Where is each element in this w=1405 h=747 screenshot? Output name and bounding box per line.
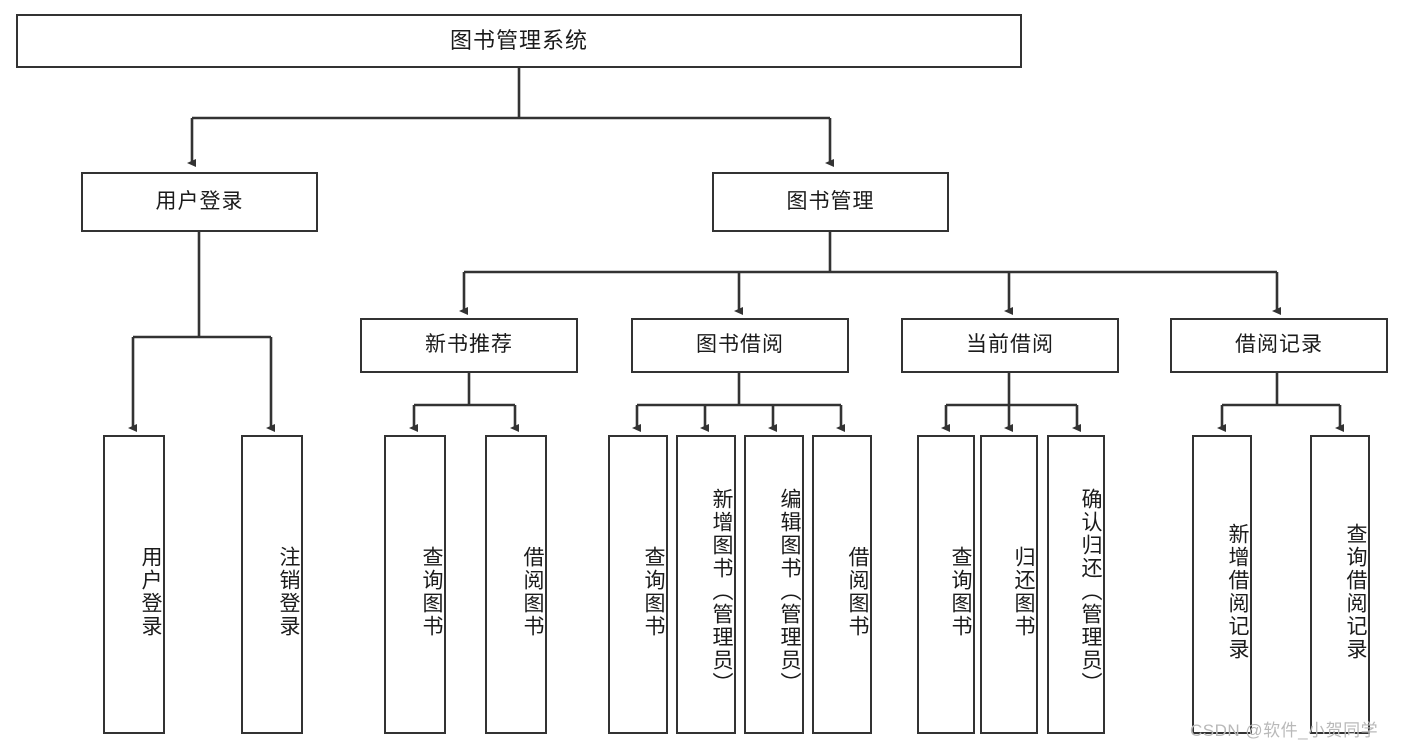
node-label: 图书借阅	[696, 333, 784, 357]
node-label: 新书推荐	[425, 333, 513, 357]
leaf-new-book-query-book[interactable]: 查询图书	[384, 435, 446, 734]
node-new-book-recommend[interactable]: 新书推荐	[360, 318, 578, 373]
leaf-current-borrow-query-book[interactable]: 查询图书	[917, 435, 975, 734]
node-label: 图书管理	[786, 189, 875, 213]
leaf-new-book-borrow-book[interactable]: 借阅图书	[485, 435, 547, 734]
node-book-management[interactable]: 图书管理	[712, 172, 949, 232]
leaf-book-borrow-borrow-book[interactable]: 借阅图书	[812, 435, 872, 734]
node-label: 确认归还（管理员）	[1079, 488, 1102, 695]
node-label: 图书管理系统	[449, 28, 588, 54]
leaf-book-borrow-add-book-admin[interactable]: 新增图书（管理员）	[676, 435, 736, 734]
node-label: 注销登录	[277, 545, 300, 638]
leaf-borrow-record-query-record[interactable]: 查询借阅记录	[1310, 435, 1370, 734]
node-label: 新增借阅记录	[1226, 522, 1249, 661]
leaf-current-borrow-return-book[interactable]: 归还图书	[980, 435, 1038, 734]
node-borrow-record[interactable]: 借阅记录	[1170, 318, 1388, 373]
node-label: 新增图书（管理员）	[710, 488, 733, 695]
node-label: 借阅记录	[1235, 333, 1323, 357]
node-label: 归还图书	[1012, 545, 1035, 638]
node-root-book-management-system[interactable]: 图书管理系统	[16, 14, 1022, 68]
leaf-book-borrow-edit-book-admin[interactable]: 编辑图书（管理员）	[744, 435, 804, 734]
leaf-current-borrow-confirm-return-admin[interactable]: 确认归还（管理员）	[1047, 435, 1105, 734]
csdn-watermark: CSDN @软件_小贺同学	[1190, 721, 1379, 740]
node-label: 查询图书	[420, 545, 443, 638]
node-label: 借阅图书	[846, 545, 869, 638]
node-label: 用户登录	[139, 545, 162, 638]
leaf-book-borrow-query-book[interactable]: 查询图书	[608, 435, 668, 734]
node-label: 查询图书	[949, 545, 972, 638]
node-user-login[interactable]: 用户登录	[81, 172, 318, 232]
node-current-borrow[interactable]: 当前借阅	[901, 318, 1119, 373]
leaf-user-login-signout[interactable]: 注销登录	[241, 435, 303, 734]
node-book-borrow[interactable]: 图书借阅	[631, 318, 849, 373]
leaf-user-login-signin[interactable]: 用户登录	[103, 435, 165, 734]
node-label: 查询借阅记录	[1344, 522, 1367, 661]
node-label: 编辑图书（管理员）	[778, 488, 801, 695]
node-label: 当前借阅	[966, 333, 1054, 357]
node-label: 用户登录	[155, 189, 244, 213]
node-label: 借阅图书	[521, 545, 544, 638]
node-label: 查询图书	[642, 545, 665, 638]
leaf-borrow-record-add-record[interactable]: 新增借阅记录	[1192, 435, 1252, 734]
